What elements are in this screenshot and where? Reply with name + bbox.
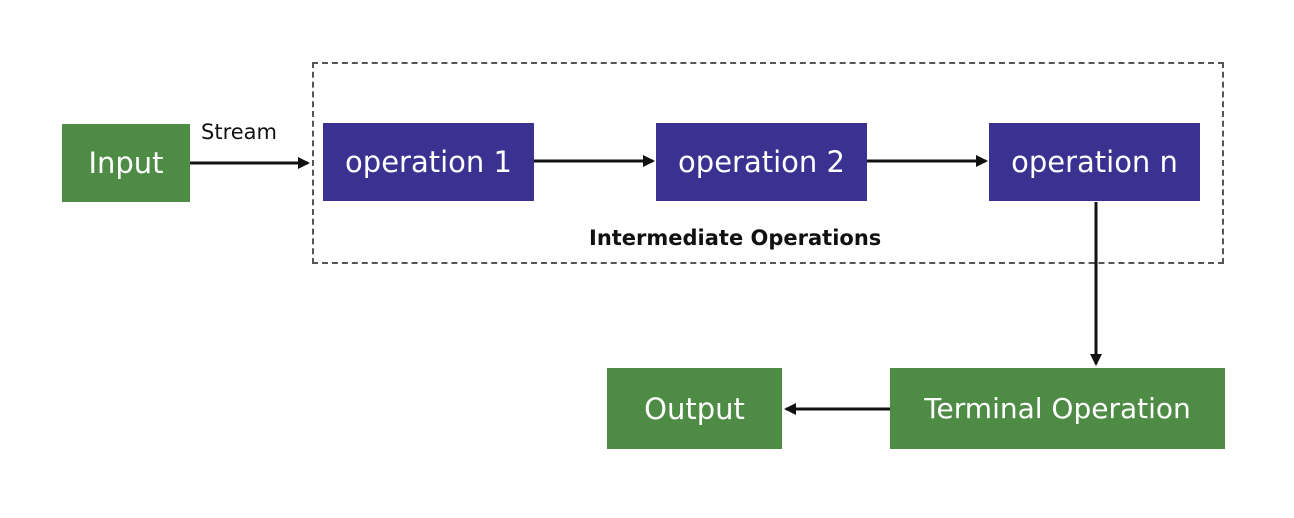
- intermediate-operations-label: Intermediate Operations: [589, 226, 882, 250]
- stream-edge-label: Stream: [201, 120, 277, 144]
- operation-n-node: operation n: [989, 123, 1200, 201]
- operation-1-node: operation 1: [323, 123, 534, 201]
- operation-2-node: operation 2: [656, 123, 867, 201]
- input-node: Input: [62, 124, 190, 202]
- terminal-operation-node: Terminal Operation: [890, 368, 1225, 449]
- intermediate-operations-group: [312, 62, 1224, 264]
- output-node: Output: [607, 368, 782, 449]
